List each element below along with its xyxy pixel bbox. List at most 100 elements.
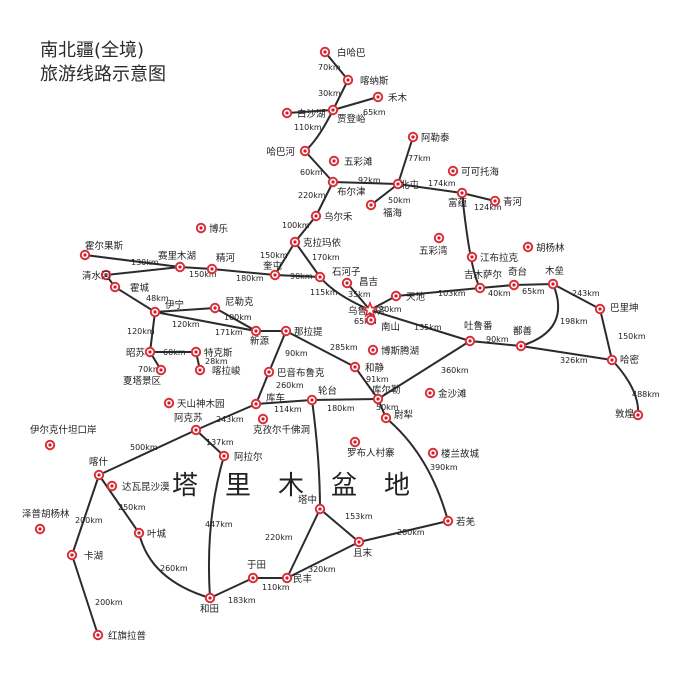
distance-karamay_kuitun: 150km bbox=[260, 251, 288, 260]
route-yining-xinyuan bbox=[154, 311, 257, 332]
distance-turpan_shanshan: 90km bbox=[486, 335, 509, 344]
route-yecheng-hotan bbox=[138, 532, 211, 599]
place-loulan bbox=[427, 447, 439, 459]
place-label-xinyuan: 新源 bbox=[250, 335, 270, 347]
place-label-yining: 伊宁 bbox=[165, 299, 184, 311]
place-kanas bbox=[342, 74, 354, 86]
route-ruoqiang-yuli bbox=[385, 417, 449, 522]
place-label-hami: 哈密 bbox=[620, 354, 640, 366]
star-icon bbox=[361, 300, 379, 318]
route-turpan-shanshan bbox=[469, 340, 522, 347]
place-hongqilafu bbox=[92, 629, 104, 641]
distance-horgos_sayram: 130km bbox=[131, 258, 159, 267]
place-kuitun bbox=[269, 269, 281, 281]
route-yining-zhaosu bbox=[149, 311, 156, 353]
route-kashi-kaihu bbox=[71, 474, 100, 556]
distance-yecheng_hotan: 260km bbox=[160, 564, 188, 573]
distance-jinghe_kuitun: 180km bbox=[236, 274, 264, 283]
place-huyanglin bbox=[522, 241, 534, 253]
place-label-kuitun: 奎屯 bbox=[263, 260, 283, 272]
place-label-jinshatan: 金沙滩 bbox=[438, 388, 467, 400]
distance-kuitun_shihezi: 90km bbox=[290, 272, 313, 281]
route-horgos-sayram bbox=[84, 254, 181, 268]
route-tazhong-minfeng bbox=[286, 508, 321, 579]
route-qiemo-ruoqiang bbox=[358, 520, 449, 543]
route-kashi-yecheng bbox=[98, 474, 140, 534]
route-aksu-kashi bbox=[98, 429, 197, 476]
place-yecheng bbox=[133, 527, 145, 539]
distance-beitun_fuyun: 174km bbox=[428, 179, 456, 188]
place-label-irkeshtam: 伊尔克什坦口岸 bbox=[30, 424, 97, 436]
place-label-wucaitan: 五彩滩 bbox=[344, 156, 373, 168]
place-label-xiataqu: 夏塔景区 bbox=[123, 375, 162, 387]
place-habahe bbox=[299, 145, 311, 157]
route-hotan-yutian bbox=[209, 577, 254, 599]
place-label-yecheng: 叶城 bbox=[147, 529, 167, 540]
place-label-yuli: 尉犁 bbox=[394, 409, 413, 421]
place-nanshan bbox=[365, 314, 377, 326]
place-huocheng bbox=[109, 281, 121, 293]
route-tianchi-jimsar bbox=[395, 287, 481, 297]
place-jinghe bbox=[206, 263, 218, 275]
place-label-hongqilafu: 红旗拉普 bbox=[108, 630, 147, 642]
place-turpan bbox=[464, 335, 476, 347]
place-label-yutian: 于田 bbox=[247, 560, 266, 571]
place-label-dawakun: 达瓦昆沙漠 bbox=[122, 481, 170, 493]
place-label-kanas: 喀纳斯 bbox=[360, 75, 389, 87]
route-baihaba-kanas bbox=[324, 51, 349, 81]
place-label-kashi: 喀什 bbox=[89, 456, 109, 468]
place-bayinbuluke bbox=[263, 366, 275, 378]
place-nalati bbox=[280, 325, 292, 337]
distance-tazhong_qiemo: 153km bbox=[345, 512, 373, 521]
place-nileke bbox=[209, 302, 221, 314]
distance-labels: 70km30km65km110km60km92km77km50km174km12… bbox=[75, 63, 660, 607]
place-label-beitun: 北屯 bbox=[400, 179, 420, 191]
place-aletai bbox=[407, 131, 419, 143]
place-changji bbox=[341, 277, 353, 289]
map-title: 南北疆(全境) bbox=[40, 40, 145, 61]
place-label-fuhai: 福海 bbox=[383, 207, 403, 219]
place-label-keketuohai: 可可托海 bbox=[461, 166, 500, 178]
place-label-jinghe: 精河 bbox=[216, 252, 236, 264]
place-label-hejing: 和静 bbox=[365, 362, 385, 374]
place-wuerhe bbox=[310, 210, 322, 222]
place-shanshan bbox=[515, 340, 527, 352]
route-qitai-mulei bbox=[513, 283, 554, 286]
place-jimsar bbox=[474, 282, 486, 294]
place-label-horgos: 霍尔果斯 bbox=[85, 240, 124, 252]
route-luntai-korla bbox=[311, 398, 379, 401]
route-jimsar-qitai bbox=[479, 284, 515, 289]
place-jiadengyu bbox=[327, 104, 339, 116]
place-korla bbox=[372, 393, 384, 405]
place-label-baishahu: 白沙湖 bbox=[297, 108, 326, 120]
distance-fuyun_jimsar: 103km bbox=[438, 289, 466, 298]
place-label-qitai: 奇台 bbox=[508, 266, 527, 278]
route-alar-hotan bbox=[207, 455, 225, 599]
distance-zhaosu_xiataqu: 70km bbox=[138, 365, 161, 374]
place-label-huocheng: 霍城 bbox=[130, 283, 150, 294]
distance-bayinbuluke_kuche: 260km bbox=[276, 381, 304, 390]
place-luobu bbox=[349, 436, 361, 448]
place-keketuohai bbox=[447, 165, 459, 177]
place-minfeng bbox=[281, 572, 293, 584]
distance-nileke_xinyuan: 171km bbox=[215, 328, 243, 337]
route-kanas-jiadengyu bbox=[332, 79, 349, 111]
place-label-minfeng: 民丰 bbox=[293, 573, 312, 585]
distance-yutian_minfeng: 110km bbox=[262, 583, 290, 592]
place-label-turpan: 吐鲁番 bbox=[464, 320, 493, 332]
place-label-zepu: 泽普胡杨林 bbox=[22, 508, 70, 520]
distance-hami_dunhuang: 488km bbox=[632, 390, 660, 399]
place-aksu bbox=[190, 424, 202, 436]
distance-jimsar_qitai: 40km bbox=[488, 289, 511, 298]
route-kuche-aksu bbox=[195, 403, 257, 431]
place-label-luntai: 轮台 bbox=[318, 385, 337, 397]
route-hami-dunhuang bbox=[611, 359, 640, 416]
route-burqin-wuerhe bbox=[315, 181, 334, 217]
place-beitun bbox=[392, 178, 404, 190]
route-mulei-balikun bbox=[552, 283, 601, 310]
distance-beitun_aletai: 77km bbox=[408, 154, 431, 163]
place-label-qingshuihe: 清水河 bbox=[82, 270, 111, 282]
distance-wuerhe_karamay: 100km bbox=[282, 221, 310, 230]
place-label-habahe: 哈巴河 bbox=[266, 146, 295, 158]
place-label-alar: 阿拉尔 bbox=[234, 451, 263, 463]
